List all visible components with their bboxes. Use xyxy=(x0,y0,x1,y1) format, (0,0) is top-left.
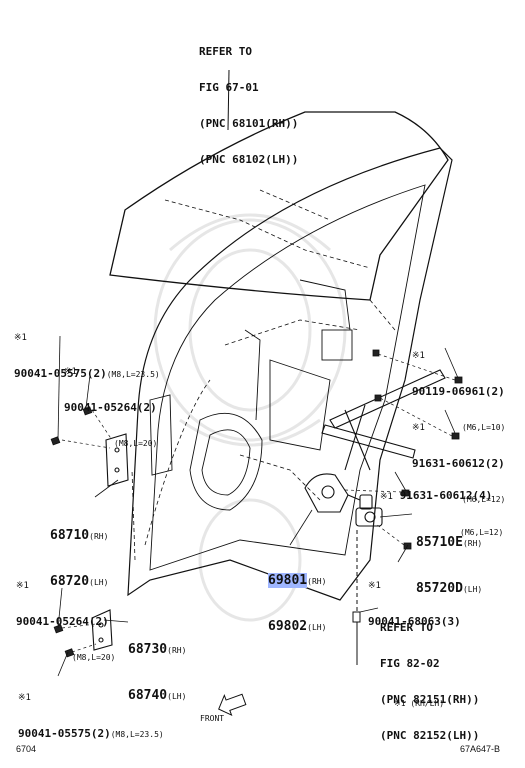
part-rh-number: 68710 xyxy=(50,528,90,543)
window-regulator-rails[interactable] xyxy=(321,369,446,471)
rh-lh-mark: ※1 xyxy=(412,351,425,361)
rh-lh-mark: ※1 xyxy=(14,333,27,343)
part-spec: (M8,L=23.5) xyxy=(110,730,164,739)
lh-tag: (LH) xyxy=(89,578,109,587)
figure-number: 6704 xyxy=(16,744,37,754)
rh-lh-mark: ※1 xyxy=(380,492,393,502)
rh-lh-mark: ※1 xyxy=(16,581,29,591)
glass-ref-line1: REFER TO xyxy=(199,45,252,58)
door-frame[interactable] xyxy=(127,147,453,601)
illustration-code: 67A647-B xyxy=(460,744,501,754)
part-69801-regulator[interactable]: 69801(RH) 69802(LH) xyxy=(268,543,326,650)
part-90041-05575-lower[interactable]: ※1 90041-05575(2)(M8,L=23.5) xyxy=(18,668,164,753)
part-number: 90041-05575(2) xyxy=(14,367,107,380)
part-spec: (M8,L=23.5) xyxy=(106,370,160,379)
part-lh-number: 69802 xyxy=(268,619,308,634)
lh-tag: (LH) xyxy=(462,585,483,594)
front-label: FRONT xyxy=(200,714,225,723)
part-number: 90041-05264(2) xyxy=(16,615,109,628)
door-frame-inner xyxy=(149,184,426,571)
upper-hinge[interactable] xyxy=(105,433,129,487)
part-68710-hinge[interactable]: 68710(RH) 68720(LH) xyxy=(50,498,108,605)
part-lh-number: 68720 xyxy=(50,574,90,589)
cable-ref-label: REFER TO FIG 82-02 (PNC 82151(RH)) (PNC … xyxy=(380,598,479,754)
part-91631-60612-2[interactable]: ※1 91631-60612(2) (M6,L=12) xyxy=(412,398,505,518)
cable-ref-line4: (PNC 82152(LH)) xyxy=(380,729,480,742)
part-number: 90041-68063(3) xyxy=(368,615,461,628)
part-spec: (M8,L=20) xyxy=(72,653,116,662)
rh-lh-mark: ※1 xyxy=(64,367,77,377)
regulator-motor[interactable] xyxy=(304,473,361,513)
part-number: 90041-05575(2) xyxy=(18,727,111,740)
cable-ref-line2: FIG 82-02 xyxy=(380,657,440,670)
rh-lh-legend: ※1 (RH/LH) xyxy=(394,699,445,708)
part-number: 90119-06961(2) xyxy=(412,385,505,398)
part-number: 91631-60612(4) xyxy=(399,489,493,502)
part-number: 91631-60612(2) xyxy=(412,457,505,470)
door-inner-panel xyxy=(149,279,353,511)
part-spec: (M6,L=10) xyxy=(462,423,506,432)
part-90119-06961[interactable]: ※1 90119-06961(2) (M6,L=10) xyxy=(412,326,505,446)
rh-tag: (RH) xyxy=(167,646,187,655)
rh-lh-mark: ※1 xyxy=(18,693,31,703)
rh-lh-mark: ※1 xyxy=(368,581,381,591)
part-85710e-motor[interactable]: 85710E(RH) 85720D(LH) xyxy=(416,505,482,612)
leader-lines xyxy=(57,335,459,677)
watermark-logo xyxy=(153,213,347,622)
glass-ref-label: REFER TO FIG 67-01 (PNC 68101(RH)) (PNC … xyxy=(199,22,298,178)
part-lh-number: 68740 xyxy=(128,688,168,703)
lh-tag: (LH) xyxy=(167,692,187,701)
cable-ref-line3: (PNC 82151(RH)) xyxy=(380,693,480,706)
bolt-dash-lines xyxy=(61,353,456,653)
cable-connector[interactable] xyxy=(352,530,361,665)
inner-panel-dashes xyxy=(131,189,396,561)
part-spec: (M8,L=20) xyxy=(114,439,158,448)
door-glass[interactable] xyxy=(109,111,449,301)
part-spec: (M6,L=12) xyxy=(462,495,506,504)
part-90041-05575-upper[interactable]: ※1 90041-05575(2)(M8,L=23.5) xyxy=(14,308,160,393)
part-90041-05264-upper[interactable]: ※1 90041-05264(2) (M8,L=20) xyxy=(64,342,157,462)
part-91631-60612-4[interactable]: ※1 91631-60612(4) (M6,L=12) xyxy=(380,466,503,551)
part-rh-number: 85710E xyxy=(416,535,463,550)
glass-leader xyxy=(227,69,230,131)
part-number: 90041-05264(2) xyxy=(64,401,157,414)
part-90041-68063[interactable]: ※1 90041-68063(3) xyxy=(368,556,461,640)
glass-ref-line2: FIG 67-01 xyxy=(199,81,259,94)
rh-lh-mark: ※1 xyxy=(412,423,425,433)
cable-ref-line1: REFER TO xyxy=(380,621,433,634)
front-arrow-icon xyxy=(218,693,247,717)
rh-tag: (RH) xyxy=(89,532,109,541)
part-lh-number: 85720D xyxy=(416,581,463,596)
glass-ref-line4: (PNC 68102(LH)) xyxy=(199,153,299,166)
glass-ref-line3: (PNC 68101(RH)) xyxy=(199,117,299,130)
part-spec: (M6,L=12) xyxy=(460,528,504,537)
part-68730-hinge[interactable]: 68730(RH) 68740(LH) xyxy=(128,612,186,719)
lift-motor[interactable] xyxy=(355,494,383,527)
lh-tag: (LH) xyxy=(307,623,327,632)
rh-tag: (RH) xyxy=(462,539,483,548)
part-rh-number-highlighted: 69801 xyxy=(268,573,308,588)
part-90041-05264-lower[interactable]: ※1 90041-05264(2) (M8,L=20) xyxy=(16,556,115,676)
lower-hinge[interactable] xyxy=(91,609,113,651)
rh-tag: (RH) xyxy=(307,577,327,586)
part-rh-number: 68730 xyxy=(128,642,168,657)
